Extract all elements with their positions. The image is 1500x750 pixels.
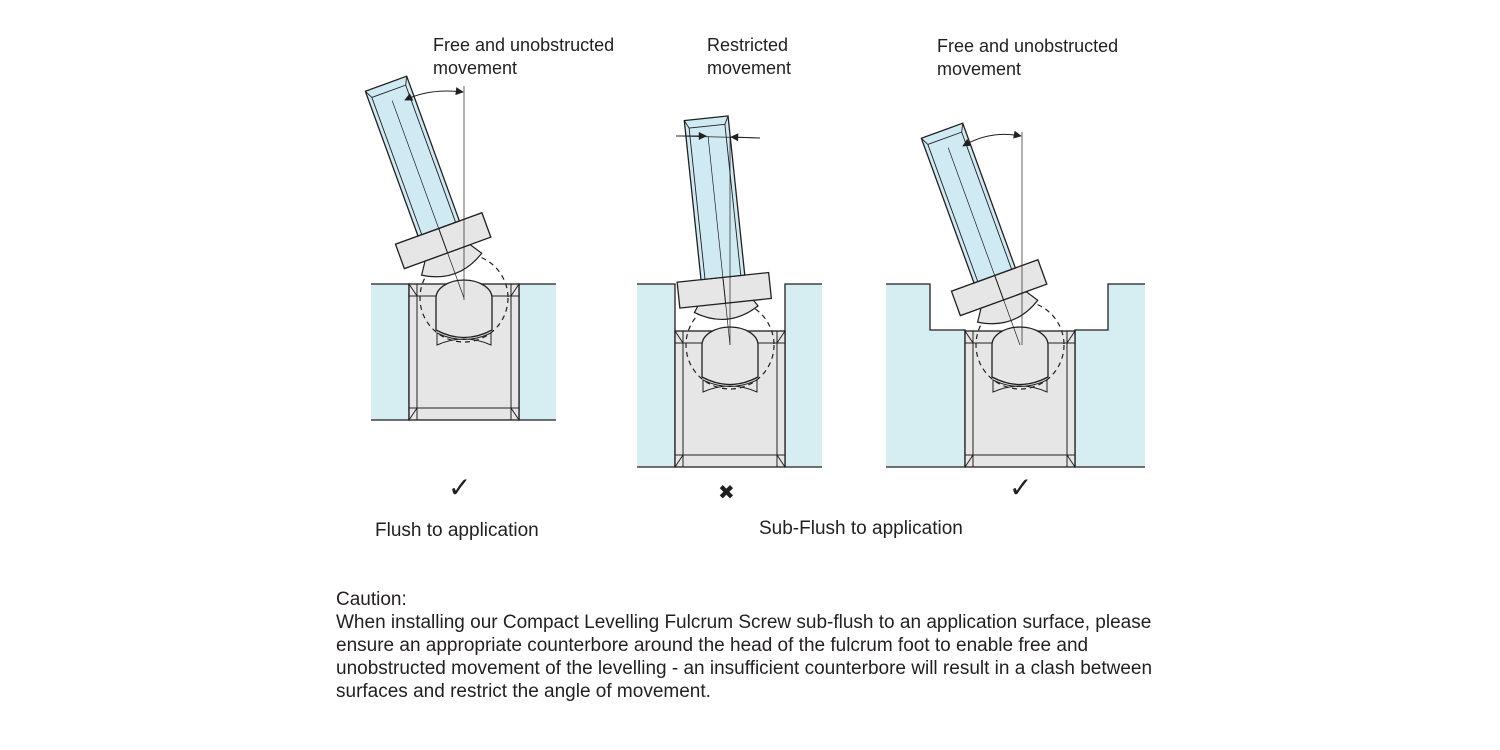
caution-note: Caution: When installing our Compact Lev… xyxy=(336,588,1176,703)
application-surface-left xyxy=(886,284,965,467)
angle-arrow xyxy=(730,133,761,142)
caution-line-3: unobstructed movement of the levelling -… xyxy=(336,658,1153,679)
panel-2-label-line-1: Restricted xyxy=(707,35,789,55)
application-surface-left xyxy=(637,284,675,467)
panel-1-label-line-1: Free and unobstructed xyxy=(433,35,615,55)
panel-2-label: Restricted movement xyxy=(707,34,791,80)
application-surface-right xyxy=(1075,284,1145,467)
caption-flush: Flush to application xyxy=(375,520,539,541)
fulcrum-foot xyxy=(964,300,1076,468)
angle-arrow xyxy=(404,87,464,101)
check-icon: ✓ xyxy=(448,471,472,504)
panel-flush-drawing xyxy=(364,75,556,421)
caption-sub-flush: Sub-Flush to application xyxy=(759,518,963,539)
caution-line-4: surfaces and restrict the angle of movem… xyxy=(336,681,711,702)
levelling-screw xyxy=(364,75,492,299)
application-surface-right xyxy=(785,284,822,467)
application-surface-right xyxy=(519,284,556,420)
panel-restricted-drawing xyxy=(637,115,822,468)
caution-title: Caution: xyxy=(336,589,407,610)
panel-3-label: Free and unobstructed movement xyxy=(937,35,1118,81)
fulcrum-foot xyxy=(674,300,786,468)
levelling-screw xyxy=(920,122,1048,346)
angle-arrow xyxy=(962,130,1022,147)
panel-counterbore-drawing xyxy=(886,122,1145,468)
panel-1-label: Free and unobstructed movement xyxy=(433,34,614,80)
caution-line-1: When installing our Compact Levelling Fu… xyxy=(336,612,1152,633)
panel-3-label-line-2: movement xyxy=(937,59,1022,79)
application-surface-left xyxy=(371,284,409,420)
check-icon: ✓ xyxy=(1009,471,1033,504)
cross-icon: ✖ xyxy=(718,480,735,504)
fulcrum-foot xyxy=(408,253,520,421)
panel-3-label-line-1: Free and unobstructed xyxy=(937,36,1119,56)
levelling-screw xyxy=(676,115,773,346)
panel-2-label-line-2: movement xyxy=(707,58,792,78)
panel-1-label-line-2: movement xyxy=(433,58,518,78)
caution-line-2: ensure an appropriate counterbore around… xyxy=(336,635,1089,656)
